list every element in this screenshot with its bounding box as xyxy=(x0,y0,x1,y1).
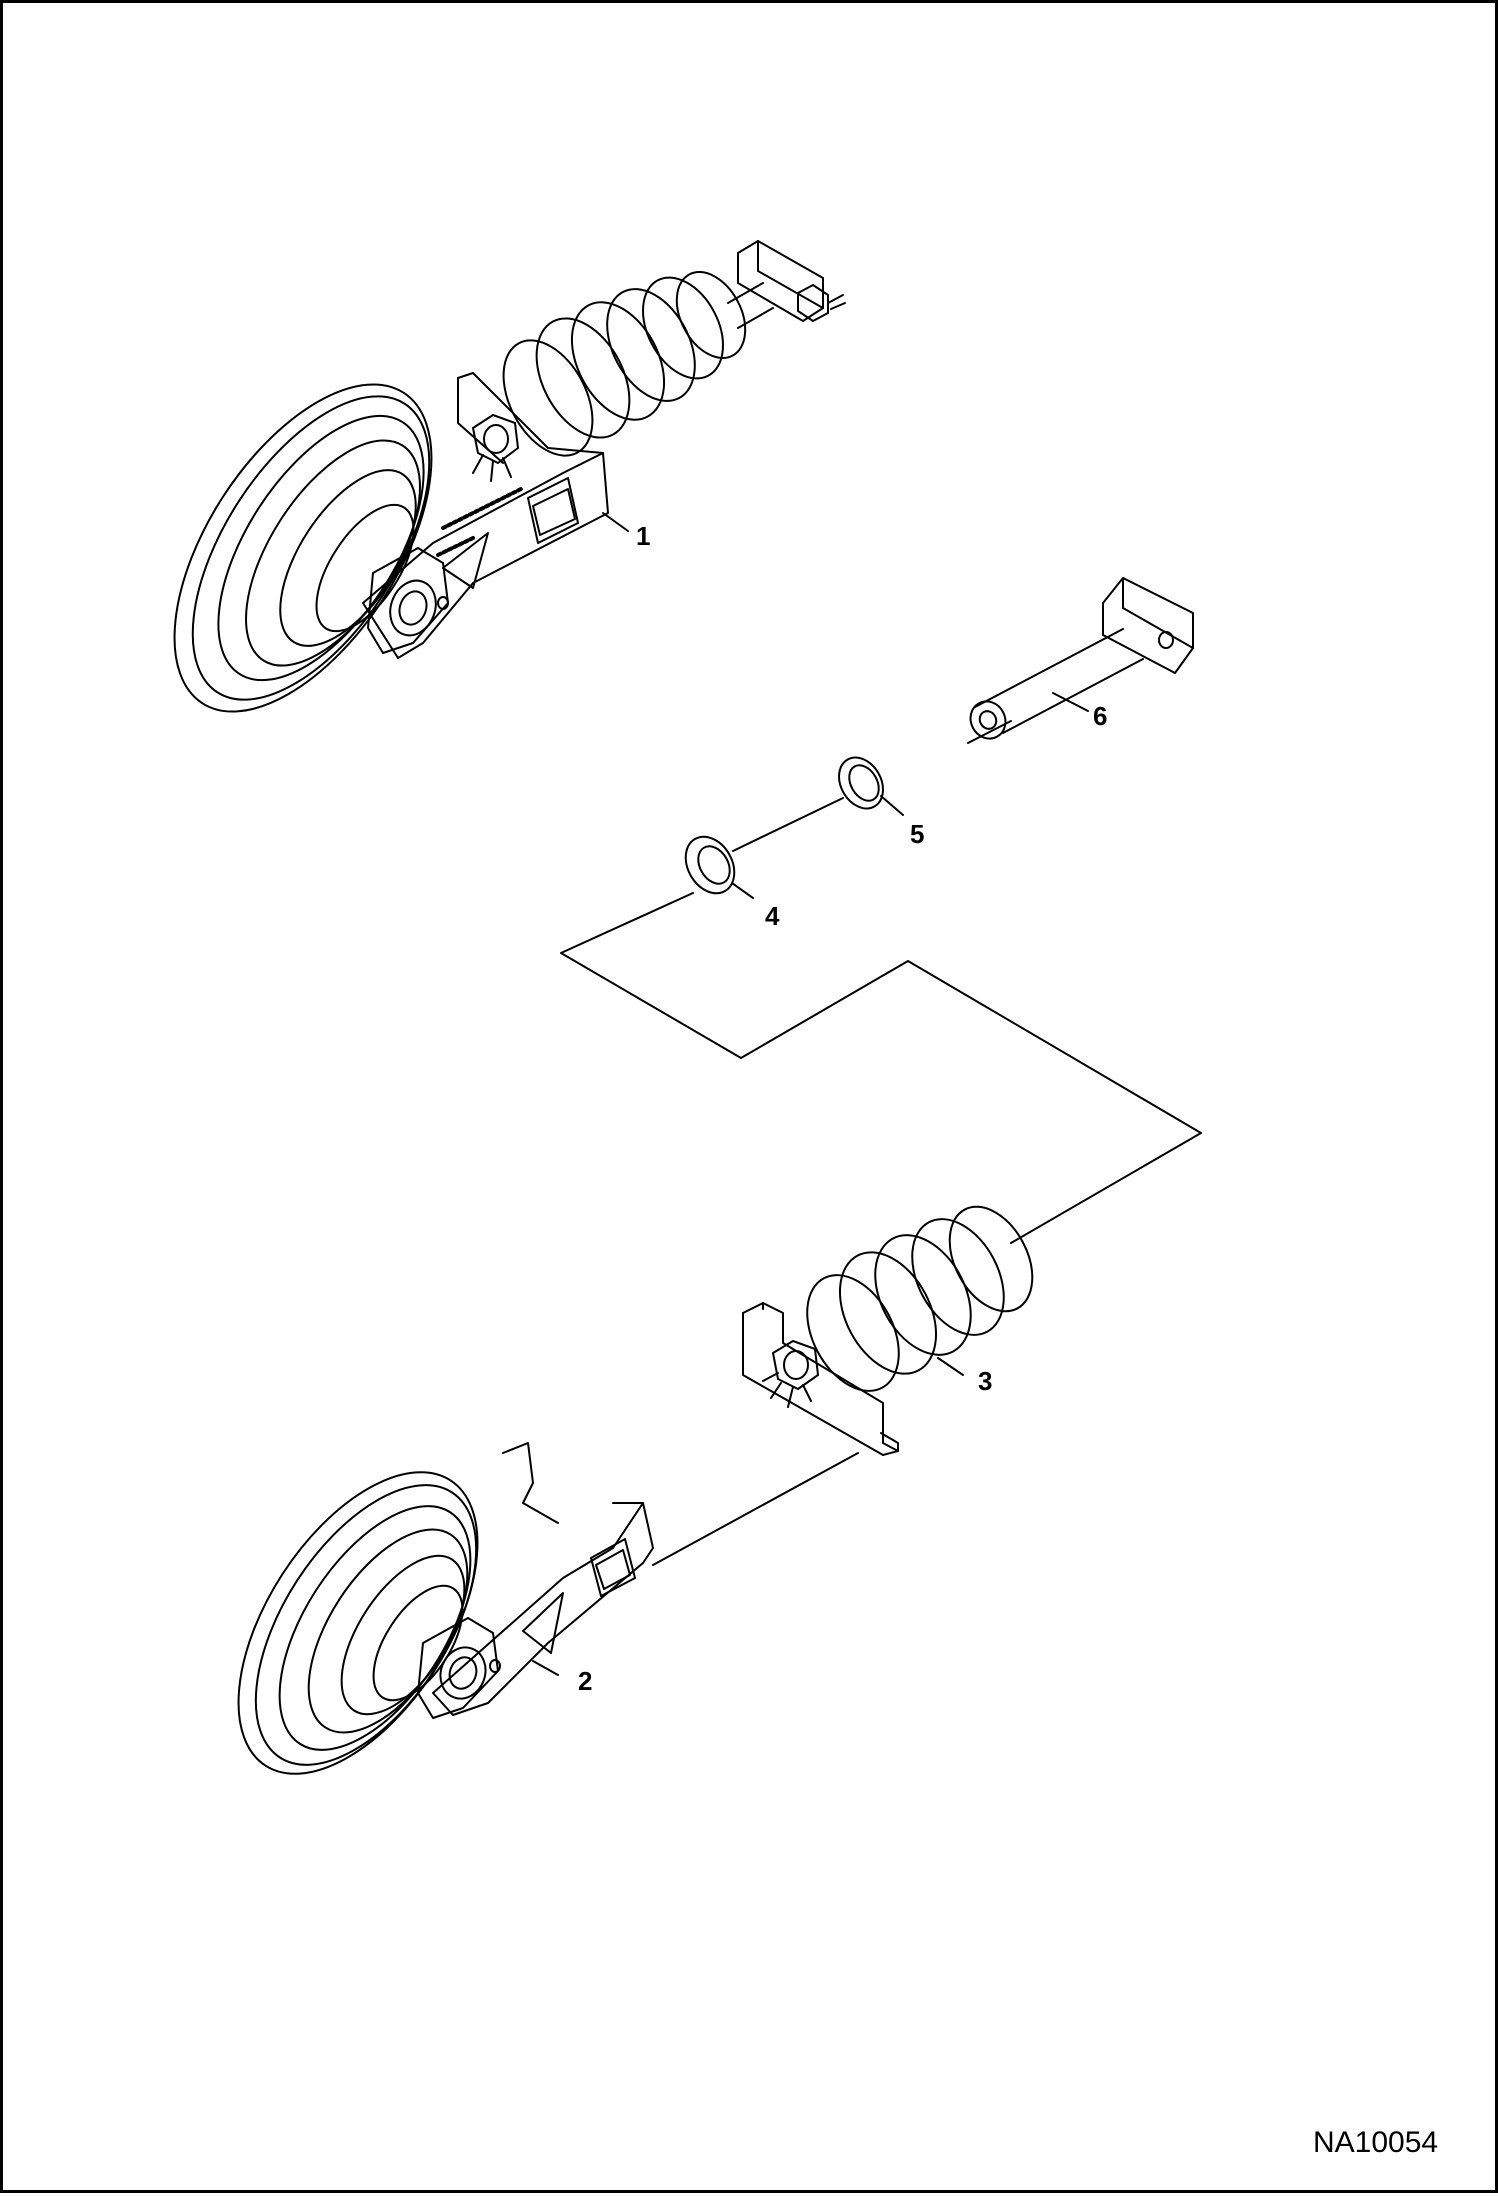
assembly-path-line xyxy=(560,892,1202,1244)
ring-4 xyxy=(684,835,754,899)
recoil-spring-bellows-1 xyxy=(502,271,747,457)
idler-wheel-2 xyxy=(237,1471,479,1775)
idler-assembly-1 xyxy=(173,240,846,713)
idler-assembly-2 xyxy=(237,1442,654,1775)
callout-6: 6 xyxy=(1093,701,1108,731)
callout-1: 1 xyxy=(636,521,651,551)
callout-5: 5 xyxy=(910,819,925,849)
leader-line-2 xyxy=(532,1660,559,1676)
callout-2: 2 xyxy=(578,1666,593,1696)
threaded-rod-1 xyxy=(727,240,846,329)
ring-5 xyxy=(838,756,904,816)
assembly-line-3-2 xyxy=(652,1452,859,1566)
idler-wheel-1 xyxy=(173,383,433,713)
callout-4: 4 xyxy=(765,901,780,931)
callout-3: 3 xyxy=(978,1366,993,1396)
exploded-parts-diagram xyxy=(173,240,1202,1775)
leader-line-6 xyxy=(1052,692,1089,712)
spring-assembly-3 xyxy=(742,1205,1034,1456)
assembly-line-5-4 xyxy=(732,797,844,852)
leader-line-3 xyxy=(937,1357,964,1376)
adjuster-nut-1 xyxy=(472,414,519,482)
leader-line-5 xyxy=(880,795,904,816)
leader-line-4 xyxy=(731,882,754,899)
leader-line-1 xyxy=(602,512,629,532)
idler-bracket-2 xyxy=(432,1442,654,1716)
rod-assembly-6 xyxy=(969,577,1194,740)
assembly-line-6-5 xyxy=(967,720,1012,744)
axle-cap-1 xyxy=(367,547,449,654)
idler-bracket-1 xyxy=(362,372,609,659)
axle-cap-2 xyxy=(417,1617,501,1719)
drawing-code: NA10054 xyxy=(1313,2126,1439,2159)
